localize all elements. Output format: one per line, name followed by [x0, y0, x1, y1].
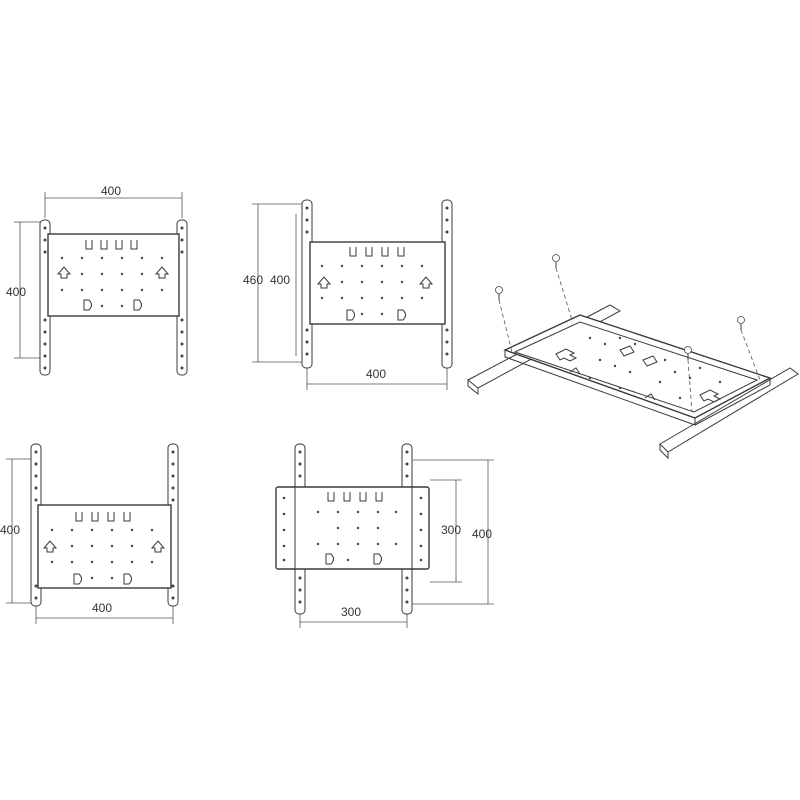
- keyhole-slot-icon: [642, 355, 658, 367]
- arrow-up-icon: [150, 540, 166, 553]
- dimension-outer-height: 400: [412, 459, 494, 605]
- keyhole-slot-icon: [73, 573, 82, 585]
- dimension-outer-height: 460: [243, 203, 305, 363]
- dimension-inner-height: 300: [430, 479, 462, 583]
- keyhole-slot-icon: [619, 345, 635, 357]
- dim-label-inner-height: 300: [441, 523, 461, 537]
- mounting-plate: [275, 486, 430, 570]
- screw-icon: [495, 286, 513, 353]
- arrow-icon: [699, 389, 722, 403]
- keyhole-slot-icon: [123, 573, 132, 585]
- front-view-2: 460 400: [243, 199, 453, 390]
- mounting-plate: [309, 241, 446, 325]
- arrow-up-icon: [316, 276, 332, 289]
- keyhole-slot-icon: [325, 553, 334, 565]
- dimension-left-height: 400: [6, 221, 40, 359]
- dim-label-inner-height: 400: [270, 273, 290, 287]
- screw-icon: [552, 254, 573, 321]
- arrow-up-icon: [418, 276, 434, 289]
- front-view-1: 400 400: [6, 184, 188, 376]
- keyhole-slot-icon: [133, 299, 142, 311]
- front-view-4: 300 400 300: [275, 443, 494, 628]
- arrow-icon: [555, 348, 578, 362]
- arrow-up-icon: [154, 266, 170, 279]
- arrow-up-icon: [42, 540, 58, 553]
- keyhole-slot-icon: [397, 309, 406, 321]
- dim-label-width: 400: [101, 184, 121, 198]
- dimension-left-height: 400: [0, 458, 34, 604]
- keyhole-slot-icon: [83, 299, 92, 311]
- screw-icon: [737, 316, 761, 381]
- dim-label-width: 400: [366, 367, 386, 381]
- dim-label-width: 300: [341, 605, 361, 619]
- dimension-bottom-width: 300: [299, 605, 408, 628]
- mounting-plate: [47, 233, 180, 317]
- isometric-view: [467, 254, 799, 460]
- dimension-bottom-width: 400: [35, 601, 174, 624]
- dim-label-height: 400: [0, 523, 20, 537]
- dimension-inner-height: 400: [270, 214, 297, 356]
- keyhole-slot-icon: [644, 393, 656, 401]
- arrow-up-icon: [56, 266, 72, 279]
- screw-icon: [684, 346, 693, 413]
- dim-label-width: 400: [92, 601, 112, 615]
- dim-label-outer-height: 460: [243, 273, 263, 287]
- dim-label-outer-height: 400: [472, 527, 492, 541]
- keyhole-slot-icon: [569, 367, 581, 375]
- keyhole-slot-icon: [373, 553, 382, 565]
- dim-label-height: 400: [6, 285, 26, 299]
- front-view-3: 400 400: [0, 443, 179, 624]
- dimension-top-width: 400: [44, 184, 183, 218]
- dimension-bottom-width: 400: [306, 367, 448, 390]
- mounting-plate: [37, 504, 172, 589]
- keyhole-slot-icon: [346, 309, 355, 321]
